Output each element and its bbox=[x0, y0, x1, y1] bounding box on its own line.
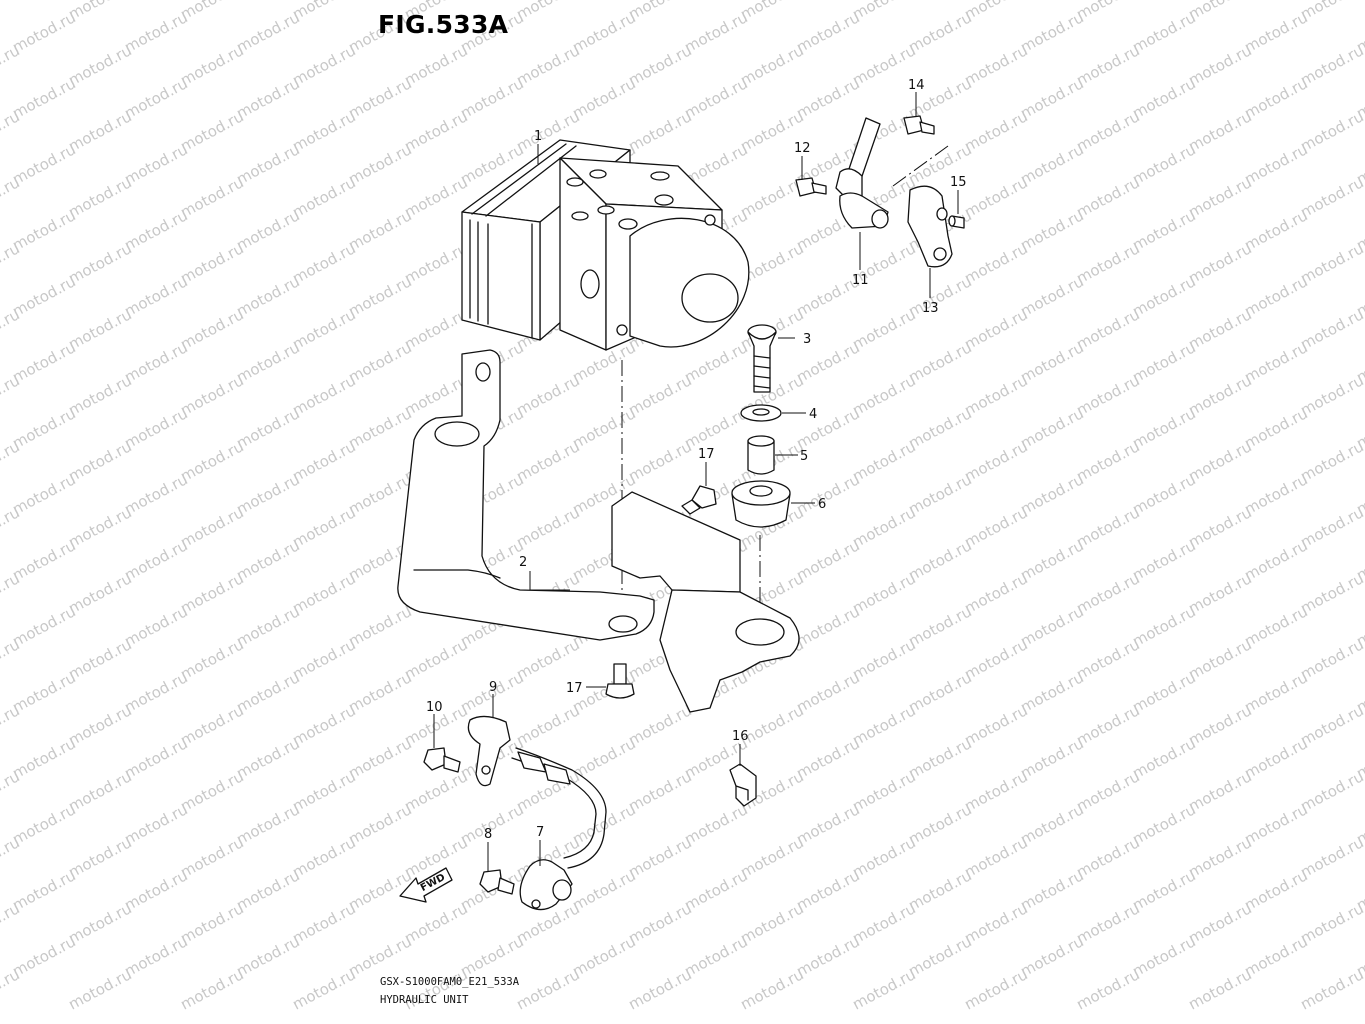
callout-4: 4 bbox=[809, 407, 817, 422]
callout-15: 15 bbox=[950, 175, 967, 190]
arrow-left-icon bbox=[399, 867, 453, 903]
callout-5: 5 bbox=[800, 449, 808, 464]
callout-3: 3 bbox=[803, 332, 811, 347]
callout-8: 8 bbox=[484, 827, 492, 842]
callout-13: 13 bbox=[922, 301, 939, 316]
bolt-17-lower[interactable] bbox=[605, 663, 635, 699]
callout-7: 7 bbox=[536, 825, 544, 840]
pin-15[interactable] bbox=[948, 215, 965, 229]
section-name: HYDRAULIC UNIT bbox=[380, 994, 469, 1006]
rear-speed-sensor-7[interactable] bbox=[511, 747, 607, 911]
callout-labels: 1 2 3 4 5 6 7 8 9 10 11 12 13 14 15 16 1… bbox=[426, 78, 967, 842]
abs-hydraulic-unit[interactable] bbox=[461, 139, 750, 351]
hydraulic-unit-bracket[interactable] bbox=[397, 349, 800, 713]
bolt-8[interactable] bbox=[479, 869, 515, 895]
forward-direction-marker: FWD bbox=[399, 867, 453, 903]
callout-6: 6 bbox=[818, 497, 826, 512]
model-code: GSX-S1000FAM0_E21_533A bbox=[380, 976, 520, 988]
collar-5[interactable] bbox=[747, 435, 775, 475]
grommet-6[interactable] bbox=[731, 480, 791, 528]
callout-10: 10 bbox=[426, 700, 443, 715]
callout-17-lower: 17 bbox=[566, 681, 583, 696]
bolt-14[interactable] bbox=[903, 115, 935, 135]
bolt-17-upper[interactable] bbox=[681, 485, 717, 515]
leader-lines bbox=[433, 92, 959, 872]
sensor-bracket-13[interactable] bbox=[907, 185, 953, 268]
clamp-16[interactable] bbox=[729, 763, 757, 807]
callout-1: 1 bbox=[534, 129, 542, 144]
bolt-3[interactable] bbox=[747, 324, 777, 393]
callout-9: 9 bbox=[489, 680, 497, 695]
callout-14: 14 bbox=[908, 78, 925, 93]
wheel-speed-sensor-11[interactable] bbox=[835, 117, 889, 229]
callout-12: 12 bbox=[794, 141, 811, 156]
bolt-12[interactable] bbox=[795, 177, 827, 197]
washer-4[interactable] bbox=[740, 404, 782, 422]
callout-2: 2 bbox=[519, 555, 527, 570]
bolt-10[interactable] bbox=[423, 747, 461, 773]
callout-17-upper: 17 bbox=[698, 447, 715, 462]
figure-title: FIG.533A bbox=[378, 10, 509, 39]
centerline-sensor bbox=[892, 145, 949, 187]
callout-16: 16 bbox=[732, 729, 749, 744]
callout-11: 11 bbox=[852, 273, 869, 288]
sensor-lead-bracket-9[interactable] bbox=[467, 715, 511, 787]
